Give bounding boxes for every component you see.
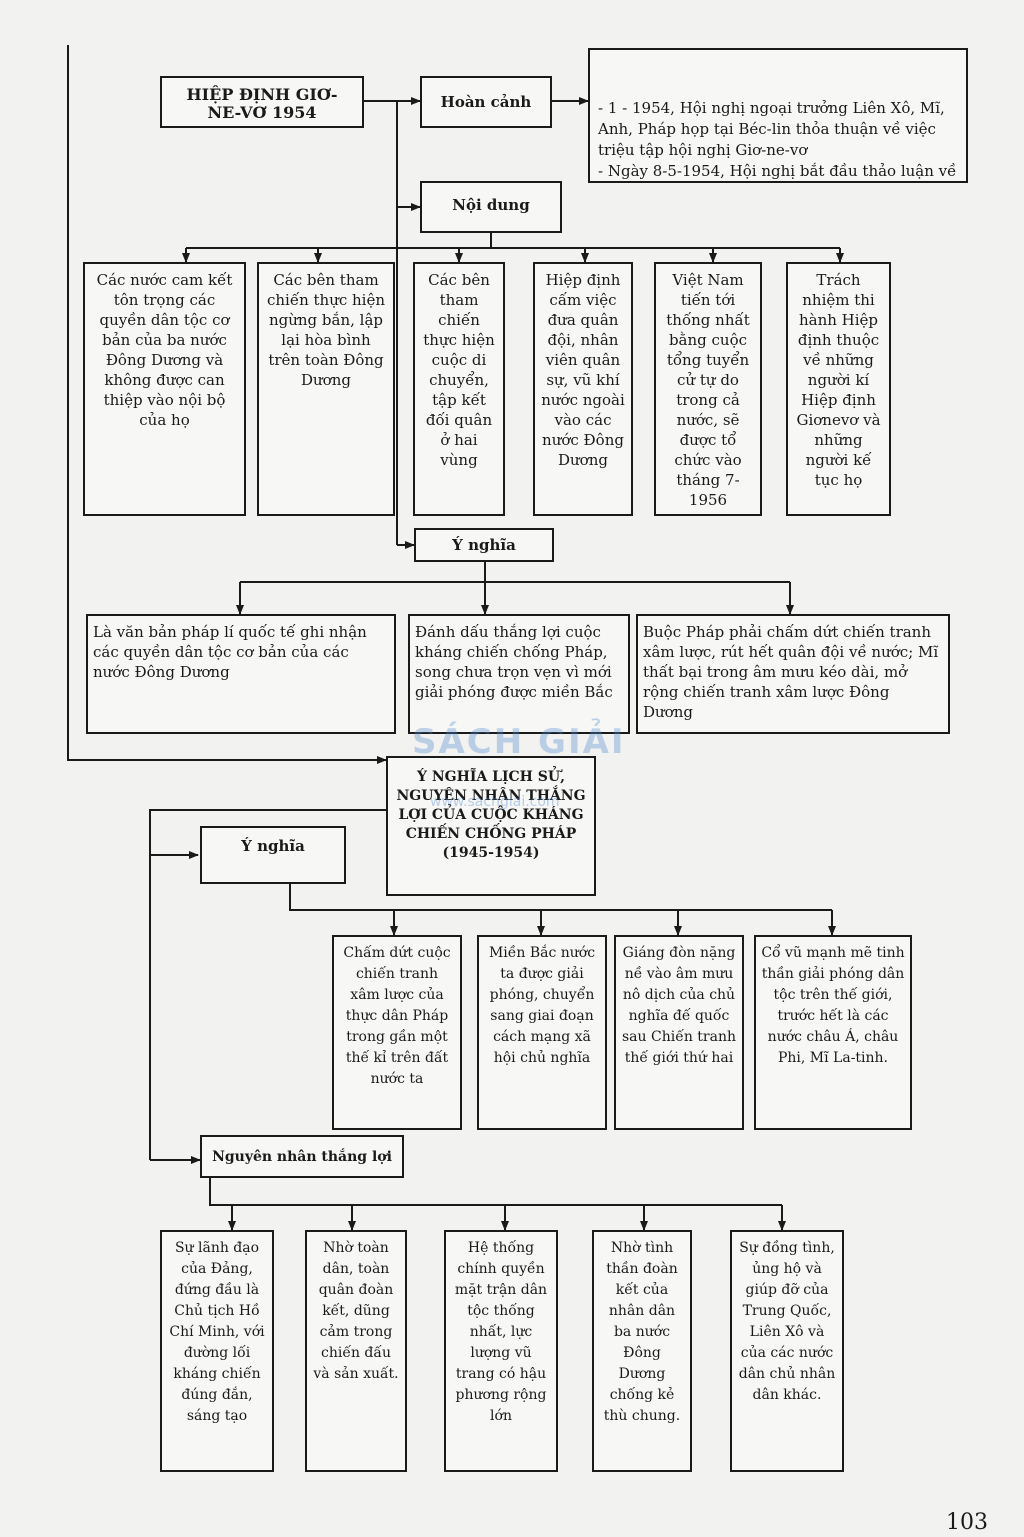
- nguyen-nhan-item-2: Nhờ toàn dân, toàn quân đoàn kết, dũng c…: [305, 1230, 407, 1472]
- title-box: HIỆP ĐỊNH GIƠ-NE-VƠ 1954: [160, 76, 364, 128]
- noi-dung-item-4: Hiệp định cấm việc đưa quân đội, nhân vi…: [533, 262, 633, 516]
- noi-dung-item-1: Các nước cam kết tôn trọng các quyền dân…: [83, 262, 246, 516]
- y-nghia-box-2: Ý nghĩa: [200, 826, 346, 884]
- hoan-canh-text-box: - 1 - 1954, Hội nghị ngoại trưởng Liên X…: [588, 48, 968, 183]
- nguyen-nhan-item-text: Sự lãnh đạo của Đảng, đứng đầu là Chủ tị…: [169, 1240, 265, 1424]
- y-nghia-item-text: Cổ vũ mạnh mẽ tinh thần giải phóng dân t…: [761, 945, 905, 1066]
- title-text: HIỆP ĐỊNH GIƠ-NE-VƠ 1954: [186, 85, 338, 122]
- y-nghia-1-item-2: Đánh dấu thắng lợi cuộc kháng chiến chốn…: [408, 614, 630, 734]
- noi-dung-item-2: Các bên tham chiến thực hiện ngừng bắn, …: [257, 262, 395, 516]
- noi-dung-item-5: Việt Nam tiến tới thống nhất bằng cuộc t…: [654, 262, 762, 516]
- hoan-canh-label: Hoàn cảnh: [440, 93, 532, 111]
- y-nghia-item-text: Buộc Pháp phải chấm dứt chiến tranh xâm …: [643, 623, 939, 721]
- nguyen-nhan-item-5: Sự đồng tình, ủng hộ và giúp đỡ của Trun…: [730, 1230, 844, 1472]
- nguyen-nhan-item-text: Hệ thống chính quyền mặt trận dân tộc th…: [454, 1240, 548, 1424]
- nguyen-nhan-item-text: Sự đồng tình, ủng hộ và giúp đỡ của Trun…: [738, 1240, 836, 1403]
- y-nghia-2-item-4: Cổ vũ mạnh mẽ tinh thần giải phóng dân t…: [754, 935, 912, 1130]
- noi-dung-item-text: Các bên tham chiến thực hiện cuộc di chu…: [423, 271, 495, 469]
- nguyen-nhan-item-3: Hệ thống chính quyền mặt trận dân tộc th…: [444, 1230, 558, 1472]
- hoan-canh-box: Hoàn cảnh: [420, 76, 552, 128]
- noi-dung-item-6: Trách nhiệm thi hành Hiệp định thuộc về …: [786, 262, 891, 516]
- noi-dung-item-text: Các nước cam kết tôn trọng các quyền dân…: [96, 271, 233, 429]
- y-nghia-item-text: Là văn bản pháp lí quốc tế ghi nhận các …: [93, 623, 367, 681]
- y-nghia-1-item-3: Buộc Pháp phải chấm dứt chiến tranh xâm …: [636, 614, 950, 734]
- y-nghia-2-item-3: Giáng đòn nặng nề vào âm mưu nô dịch của…: [614, 935, 744, 1130]
- y-nghia-2-item-2: Miền Bắc nước ta được giải phóng, chuyển…: [477, 935, 607, 1130]
- y-nghia-2-item-1: Chấm dứt cuộc chiến tranh xâm lược của t…: [332, 935, 462, 1130]
- nguyen-nhan-item-text: Nhờ toàn dân, toàn quân đoàn kết, dũng c…: [313, 1240, 399, 1382]
- noi-dung-item-text: Trách nhiệm thi hành Hiệp định thuộc về …: [796, 271, 881, 489]
- noi-dung-label: Nội dung: [452, 196, 530, 214]
- y-nghia-item-text: Chấm dứt cuộc chiến tranh xâm lược của t…: [343, 945, 451, 1087]
- y-nghia-label: Ý nghĩa: [241, 837, 305, 855]
- y-nghia-box-1: Ý nghĩa: [414, 528, 554, 562]
- noi-dung-item-text: Các bên tham chiến thực hiện ngừng bắn, …: [266, 271, 386, 389]
- noi-dung-item-text: Hiệp định cấm việc đưa quân đội, nhân vi…: [541, 271, 625, 469]
- y-nghia-1-item-1: Là văn bản pháp lí quốc tế ghi nhận các …: [86, 614, 396, 734]
- nguyen-nhan-label: Nguyên nhân thắng lợi: [212, 1149, 392, 1165]
- center-box: Ý NGHĨA LỊCH SỬ, NGUYÊN NHÂN THẮNG LỢI C…: [386, 756, 596, 896]
- y-nghia-label: Ý nghĩa: [452, 536, 516, 554]
- y-nghia-item-text: Miền Bắc nước ta được giải phóng, chuyển…: [488, 945, 596, 1066]
- noi-dung-box: Nội dung: [420, 181, 562, 233]
- watermark-url: www.sachgiai.com: [430, 794, 560, 810]
- hoan-canh-text: - 1 - 1954, Hội nghị ngoại trưởng Liên X…: [598, 99, 957, 180]
- noi-dung-item-3: Các bên tham chiến thực hiện cuộc di chu…: [413, 262, 505, 516]
- center-label: Ý NGHĨA LỊCH SỬ, NGUYÊN NHÂN THẮNG LỢI C…: [396, 769, 586, 861]
- y-nghia-item-text: Đánh dấu thắng lợi cuộc kháng chiến chốn…: [415, 623, 613, 701]
- nguyen-nhan-item-4: Nhờ tình thần đoàn kết của nhân dân ba n…: [592, 1230, 692, 1472]
- nguyen-nhan-item-1: Sự lãnh đạo của Đảng, đứng đầu là Chủ tị…: [160, 1230, 274, 1472]
- page-number: 103: [946, 1510, 988, 1535]
- nguyen-nhan-box: Nguyên nhân thắng lợi: [200, 1135, 404, 1178]
- watermark-logo: SÁCH GIẢI: [412, 722, 626, 762]
- y-nghia-item-text: Giáng đòn nặng nề vào âm mưu nô dịch của…: [622, 945, 736, 1066]
- noi-dung-item-text: Việt Nam tiến tới thống nhất bằng cuộc t…: [666, 271, 750, 509]
- nguyen-nhan-item-text: Nhờ tình thần đoàn kết của nhân dân ba n…: [603, 1240, 681, 1424]
